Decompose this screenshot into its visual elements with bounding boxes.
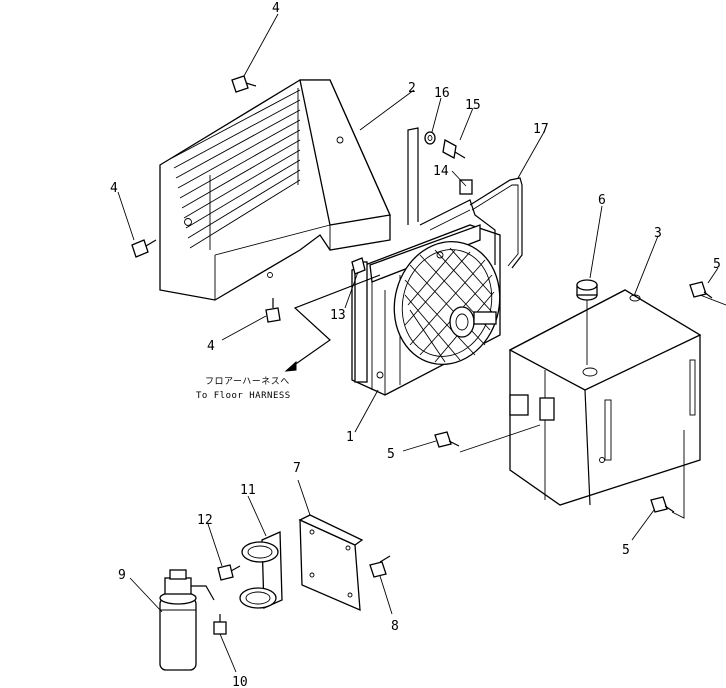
mounting-plate-part-7: [298, 514, 364, 612]
clamp-part-11: [239, 531, 283, 609]
callout-4-bottom: 4: [207, 339, 215, 354]
bolt-part-5-middle: [434, 431, 460, 448]
bolt-part-13: [351, 257, 366, 275]
callout-labels: 4 2 16 15 17 14 4 6 3 5 13 4 1 5 7 11 12…: [110, 1, 721, 688]
callout-5-bottom: 5: [622, 543, 630, 558]
unit-case-part-3: [508, 289, 702, 506]
bolt-part-12: [217, 564, 241, 581]
harness-note-jp: フロアーハーネスへ: [205, 376, 290, 387]
callout-5-right: 5: [713, 257, 721, 272]
refrigerant-pipe-part-17: [469, 177, 523, 269]
callout-13: 13: [330, 308, 346, 323]
bolt-part-4-left: [131, 239, 157, 258]
callout-9: 9: [118, 568, 126, 583]
condenser-assembly-part-1: [351, 199, 501, 396]
callout-10: 10: [232, 675, 248, 688]
harness-route-line: [284, 274, 381, 372]
callout-16: 16: [434, 86, 450, 101]
callout-7: 7: [293, 461, 301, 476]
callout-3: 3: [654, 226, 662, 241]
bolt-part-5-right: [689, 281, 713, 299]
bolt-part-4-bottom: [265, 298, 281, 323]
callout-2: 2: [408, 81, 416, 96]
callout-15: 15: [465, 98, 481, 113]
pipe-bracket-part-14: [407, 127, 473, 225]
callout-5-middle: 5: [387, 447, 395, 462]
callout-4-left: 4: [110, 181, 118, 196]
callout-8: 8: [391, 619, 399, 634]
receiver-drier-part-9: [159, 569, 215, 671]
harness-note: フロアーハーネスへ To Floor HARNESS: [196, 376, 291, 401]
callout-11: 11: [240, 483, 256, 498]
callout-6: 6: [598, 193, 606, 208]
leader-lines: [117, 13, 719, 673]
bolt-part-15: [442, 138, 466, 160]
callout-17: 17: [533, 122, 549, 137]
fitting-part-10: [213, 614, 227, 635]
bolt-part-5-bottom: [650, 496, 675, 513]
condenser-cover-part-2: [159, 79, 391, 301]
callout-12: 12: [197, 513, 213, 528]
case-route-lines: [459, 294, 726, 519]
bolt-part-8: [369, 555, 391, 578]
bolt-part-4-top: [231, 75, 257, 93]
harness-note-en: To Floor HARNESS: [196, 391, 291, 401]
grommet-part-6: [576, 279, 598, 301]
callout-1: 1: [346, 430, 354, 445]
callout-4-top: 4: [272, 1, 280, 16]
washer-part-16: [424, 131, 436, 145]
callout-14: 14: [433, 164, 449, 179]
